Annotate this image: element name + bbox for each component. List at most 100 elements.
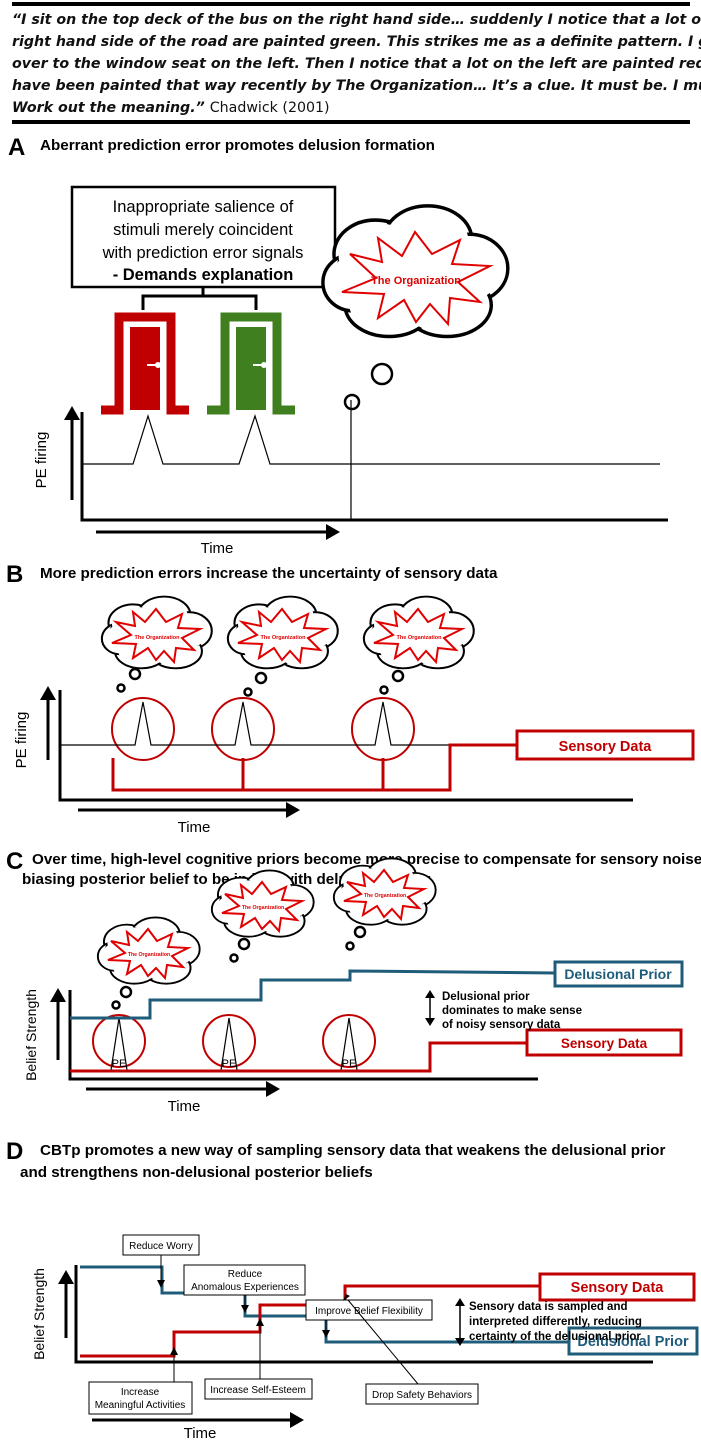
panel-b-plot: Sensory Data PE firing Time [13, 686, 695, 836]
intervention-box [88, 1381, 193, 1415]
thought-cloud: The Organization [362, 595, 475, 670]
thought-cloud: The Organization [210, 869, 315, 938]
thought-bubble [353, 925, 367, 939]
bracket-connector [141, 287, 258, 310]
thought-bubble [229, 953, 239, 963]
panel-d-title-line-2: and strengthens non-delusional posterior… [20, 1164, 373, 1181]
quote-line-3: over to the window seat on the left. The… [12, 56, 701, 72]
red-door-icon [101, 312, 189, 415]
delusional-prior-label: Delusional Prior [577, 1334, 689, 1350]
panel-a-explanation-box: Inappropriate salience of stimuli merely… [70, 185, 337, 289]
y-axis-label: PE firing [33, 432, 50, 489]
note-line-3: of noisy sensory data [442, 1019, 561, 1031]
intervention-drop-safety: Drop Safety Behaviors [343, 1294, 479, 1405]
sensory-data-line [70, 1041, 527, 1073]
thought-bubble [370, 362, 394, 386]
axes [58, 690, 633, 802]
pe-firing-trace [60, 701, 450, 746]
pe-label: PE [342, 1058, 357, 1070]
intervention-label: Increase [121, 1387, 160, 1398]
pe-highlight-circle [111, 697, 175, 761]
thought-cloud: The Organization [100, 595, 213, 670]
thought-bubble [254, 671, 268, 685]
thought-bubble [237, 937, 251, 951]
intervention-label: Reduce Worry [129, 1241, 193, 1252]
panel-d-plot: Sensory Data Delusional Prior Sensory da… [31, 1234, 699, 1442]
thought-bubble [243, 687, 253, 697]
thought-bubble [128, 667, 142, 681]
sensory-data-line [111, 743, 517, 792]
intervention-reduce-anomalous: Reduce Anomalous Experiences [183, 1264, 306, 1313]
thought-text: The Organization [397, 635, 443, 641]
quote-line-1: “I sit on the top deck of the bus on the… [12, 12, 701, 28]
pe-spike [220, 1017, 238, 1071]
note-line-3: certainty of the delusional prior [469, 1331, 641, 1343]
explanation-bold-line: - Demands explanation [113, 266, 294, 284]
sensory-data-box [538, 1272, 696, 1302]
panel-c-title-line-1: Over time, high-level cognitive priors b… [32, 851, 701, 868]
delusional-prior-box [567, 1326, 699, 1356]
intervention-pointer [347, 1299, 419, 1385]
sensory-data-label: Sensory Data [571, 1280, 665, 1296]
quote-line-5-group: Work out the meaning.” Chadwick (2001) [12, 100, 330, 116]
x-axis-label: Time [168, 1098, 201, 1115]
intervention-reduce-worry: Reduce Worry [122, 1234, 200, 1288]
sensory-data-box [515, 729, 695, 761]
thought-bubble [379, 685, 389, 695]
thought-cloud: The Organization [332, 857, 437, 926]
quote-citation: Chadwick (2001) [210, 100, 330, 116]
pe-spike [340, 1017, 358, 1071]
quote-line-4: have been painted that way recently by T… [12, 78, 701, 94]
intervention-box [365, 1383, 479, 1405]
thought-bubble [343, 393, 361, 411]
quote-line-5: Work out the meaning.” [12, 100, 205, 116]
explanation-line-1: Inappropriate salience of [113, 198, 294, 216]
pe-highlight-circle [322, 1014, 376, 1068]
intervention-increase-esteem: Increase Self-Esteem [204, 1318, 313, 1400]
note-line-2: dominates to make sense [442, 1005, 582, 1017]
pe-label: PE [112, 1058, 127, 1070]
thought-bubble [391, 669, 405, 683]
thought-cloud: The Organization [96, 916, 201, 985]
intervention-label: Increase Self-Esteem [210, 1385, 306, 1396]
sensory-data-label: Sensory Data [559, 739, 653, 755]
panel-c-plot: PE PE PE Delusional Prior Sensory Data D… [23, 960, 684, 1115]
intervention-label: Improve Belief Flexibility [315, 1306, 423, 1317]
explanation-line-2: stimuli merely coincident [113, 221, 293, 239]
x-axis-label: Time [201, 540, 234, 557]
pe-highlight-circle [92, 1014, 146, 1068]
thought-cloud: The Organization [226, 595, 339, 670]
panel-d-letter: D [6, 1138, 23, 1165]
panel-d: D CBTp promotes a new way of sampling se… [6, 1138, 699, 1442]
pe-highlight-circle [202, 1014, 256, 1068]
double-arrow [455, 1298, 465, 1346]
thought-text: The Organization [128, 952, 170, 958]
thought-text: The Organization [364, 893, 406, 899]
panel-c-letter: C [6, 848, 23, 875]
x-axis-label: Time [184, 1425, 217, 1442]
panel-b-letter: B [6, 561, 23, 588]
note-line-1: Sensory data is sampled and [469, 1301, 628, 1313]
note-line-1: Delusional prior [442, 991, 530, 1003]
thought-cloud-large: The Organization [321, 204, 510, 339]
delusional-prior-line [70, 969, 556, 1020]
thought-text: The Organization [261, 635, 307, 641]
panel-a: A Aberrant prediction error promotes del… [8, 134, 668, 557]
y-axis-label: Belief Strength [31, 1268, 47, 1360]
green-door-icon [207, 312, 295, 415]
intervention-increase-meaningful: Increase Meaningful Activities [88, 1347, 193, 1415]
panel-a-plot: PE firing Time [33, 400, 668, 557]
axes [74, 1265, 653, 1364]
intervention-label: Meaningful Activities [95, 1400, 186, 1411]
delusional-prior-label: Delusional Prior [564, 966, 672, 982]
thought-bubble [116, 683, 126, 693]
sensory-data-box [525, 1028, 683, 1057]
panel-d-title-line-1: CBTp promotes a new way of sampling sens… [40, 1142, 665, 1159]
thought-bubble [119, 985, 133, 999]
quote-line-2: right hand side of the road are painted … [12, 34, 701, 50]
explanation-line-3: with prediction error signals [102, 244, 304, 262]
intervention-label: Anomalous Experiences [191, 1282, 299, 1293]
panel-b-title: More prediction errors increase the unce… [40, 565, 498, 582]
thought-text: The Organization [135, 635, 181, 641]
